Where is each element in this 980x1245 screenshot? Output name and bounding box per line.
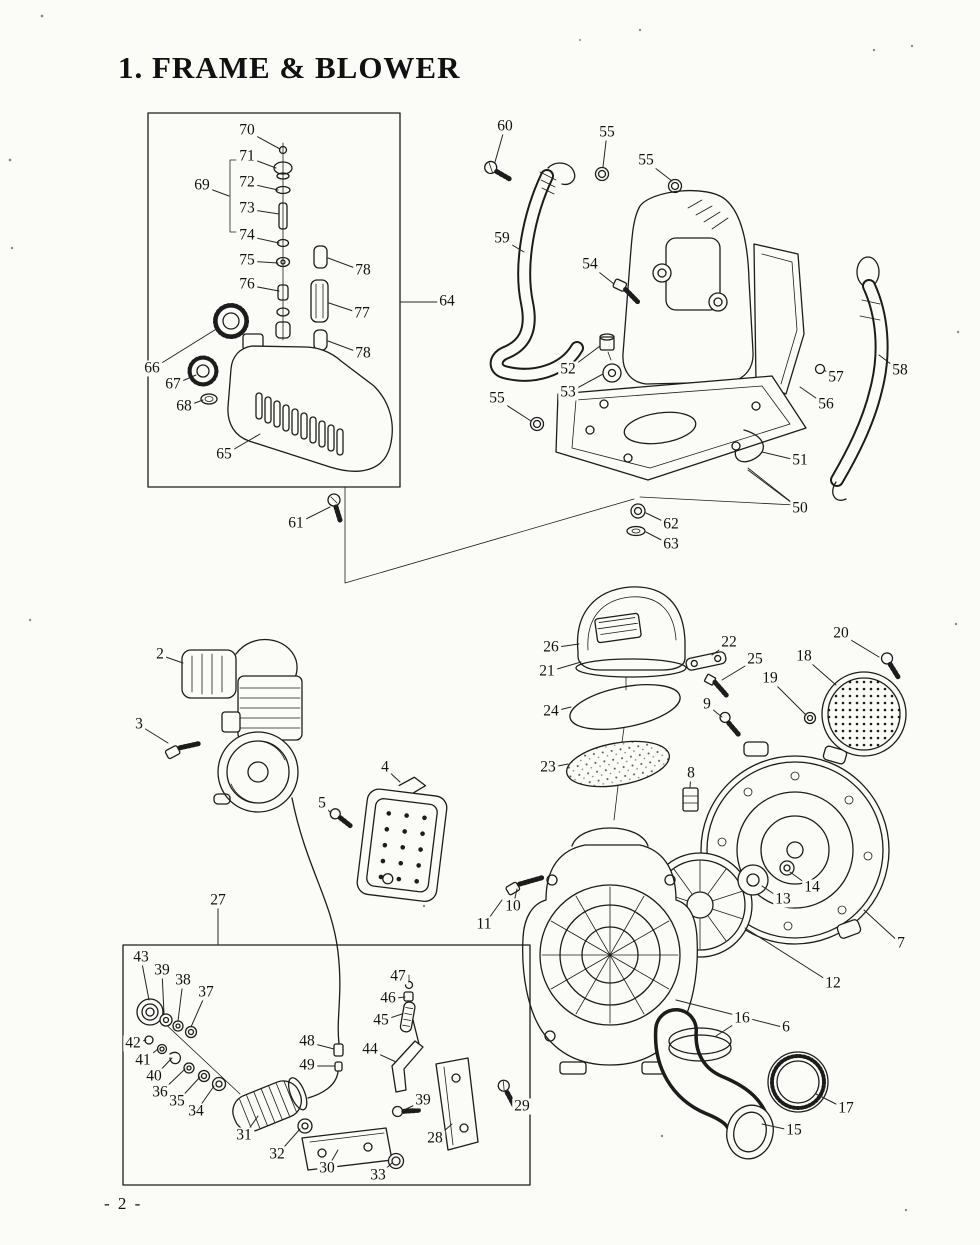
part-callout-29: 29 bbox=[512, 1097, 532, 1115]
part-callout-68: 68 bbox=[174, 397, 194, 415]
throttle-control-drawing bbox=[122, 944, 531, 1186]
part-callout-26: 26 bbox=[541, 638, 561, 656]
part-callout-77: 77 bbox=[352, 304, 372, 322]
part-callout-14: 14 bbox=[802, 878, 822, 896]
part-callout-35: 35 bbox=[167, 1092, 187, 1110]
part-callout-60: 60 bbox=[495, 117, 515, 135]
part-callout-44: 44 bbox=[360, 1040, 380, 1058]
part-callout-47: 47 bbox=[388, 967, 408, 985]
part-callout-69: 69 bbox=[192, 176, 212, 194]
part-callout-76: 76 bbox=[237, 275, 257, 293]
part-callout-27: 27 bbox=[208, 891, 228, 909]
part-callout-15: 15 bbox=[784, 1121, 804, 1139]
part-callout-31: 31 bbox=[234, 1126, 254, 1144]
part-callout-25: 25 bbox=[745, 650, 765, 668]
part-callout-54: 54 bbox=[580, 255, 600, 273]
part-callout-10: 10 bbox=[503, 897, 523, 915]
part-callout-34: 34 bbox=[186, 1102, 206, 1120]
part-callout-3: 3 bbox=[133, 715, 145, 733]
part-callout-52: 52 bbox=[558, 360, 578, 378]
part-callout-57: 57 bbox=[826, 368, 846, 386]
part-callout-48: 48 bbox=[297, 1032, 317, 1050]
part-callout-30: 30 bbox=[317, 1159, 337, 1177]
part-callout-24: 24 bbox=[541, 702, 561, 720]
part-callout-6: 6 bbox=[780, 1018, 792, 1036]
part-callout-61: 61 bbox=[286, 514, 306, 532]
part-callout-40: 40 bbox=[144, 1067, 164, 1085]
part-callout-16: 16 bbox=[732, 1009, 752, 1027]
part-callout-78: 78 bbox=[353, 344, 373, 362]
part-callout-51: 51 bbox=[790, 451, 810, 469]
part-callout-66: 66 bbox=[142, 359, 162, 377]
part-callout-22: 22 bbox=[719, 633, 739, 651]
part-callout-64: 64 bbox=[437, 292, 457, 310]
part-callout-23: 23 bbox=[538, 758, 558, 776]
part-callout-59: 59 bbox=[492, 229, 512, 247]
part-callout-28: 28 bbox=[425, 1129, 445, 1147]
part-callout-32: 32 bbox=[267, 1145, 287, 1163]
part-callout-19: 19 bbox=[760, 669, 780, 687]
part-callout-39: 39 bbox=[152, 961, 172, 979]
part-callout-17: 17 bbox=[836, 1099, 856, 1117]
part-callout-50: 50 bbox=[790, 499, 810, 517]
part-callout-71: 71 bbox=[237, 147, 257, 165]
scan-specks bbox=[8, 14, 960, 1212]
part-callout-56: 56 bbox=[816, 395, 836, 413]
part-callout-11: 11 bbox=[474, 915, 494, 933]
part-callout-39: 39 bbox=[413, 1091, 433, 1109]
part-callout-36: 36 bbox=[150, 1083, 170, 1101]
part-callout-20: 20 bbox=[831, 624, 851, 642]
part-callout-42: 42 bbox=[123, 1034, 143, 1052]
part-callout-33: 33 bbox=[368, 1166, 388, 1184]
part-callout-38: 38 bbox=[173, 971, 193, 989]
part-callout-55: 55 bbox=[597, 123, 617, 141]
part-callout-5: 5 bbox=[316, 794, 328, 812]
part-callout-7: 7 bbox=[895, 934, 907, 952]
part-callout-63: 63 bbox=[661, 535, 681, 553]
engine-drawing bbox=[164, 639, 448, 1045]
part-callout-8: 8 bbox=[685, 764, 697, 782]
part-callout-58: 58 bbox=[890, 361, 910, 379]
part-callout-21: 21 bbox=[537, 662, 557, 680]
part-callout-67: 67 bbox=[163, 375, 183, 393]
part-callout-41: 41 bbox=[133, 1051, 153, 1069]
part-callout-37: 37 bbox=[196, 983, 216, 1001]
part-callout-46: 46 bbox=[378, 989, 398, 1007]
part-callout-45: 45 bbox=[371, 1011, 391, 1029]
part-callout-72: 72 bbox=[237, 173, 257, 191]
part-callout-74: 74 bbox=[237, 226, 257, 244]
part-callout-55: 55 bbox=[487, 389, 507, 407]
frame-assembly-drawing bbox=[484, 160, 889, 537]
part-callout-12: 12 bbox=[823, 974, 843, 992]
part-callout-73: 73 bbox=[237, 199, 257, 217]
part-callout-55: 55 bbox=[636, 151, 656, 169]
part-callout-62: 62 bbox=[661, 515, 681, 533]
part-callout-9: 9 bbox=[701, 695, 713, 713]
part-callout-13: 13 bbox=[773, 890, 793, 908]
part-callout-4: 4 bbox=[379, 758, 391, 776]
part-callout-53: 53 bbox=[558, 383, 578, 401]
part-callout-2: 2 bbox=[154, 645, 166, 663]
page-number: - 2 - bbox=[104, 1194, 143, 1213]
page-title: 1. FRAME & BLOWER bbox=[118, 50, 461, 85]
part-callout-75: 75 bbox=[237, 251, 257, 269]
part-callout-49: 49 bbox=[297, 1056, 317, 1074]
blower-drawing bbox=[505, 586, 907, 1160]
part-callout-18: 18 bbox=[794, 647, 814, 665]
part-callout-43: 43 bbox=[131, 948, 151, 966]
part-callout-65: 65 bbox=[214, 445, 234, 463]
part-callout-70: 70 bbox=[237, 121, 257, 139]
fuel-tank-assembly-drawing bbox=[147, 112, 635, 584]
part-callout-78: 78 bbox=[353, 261, 373, 279]
